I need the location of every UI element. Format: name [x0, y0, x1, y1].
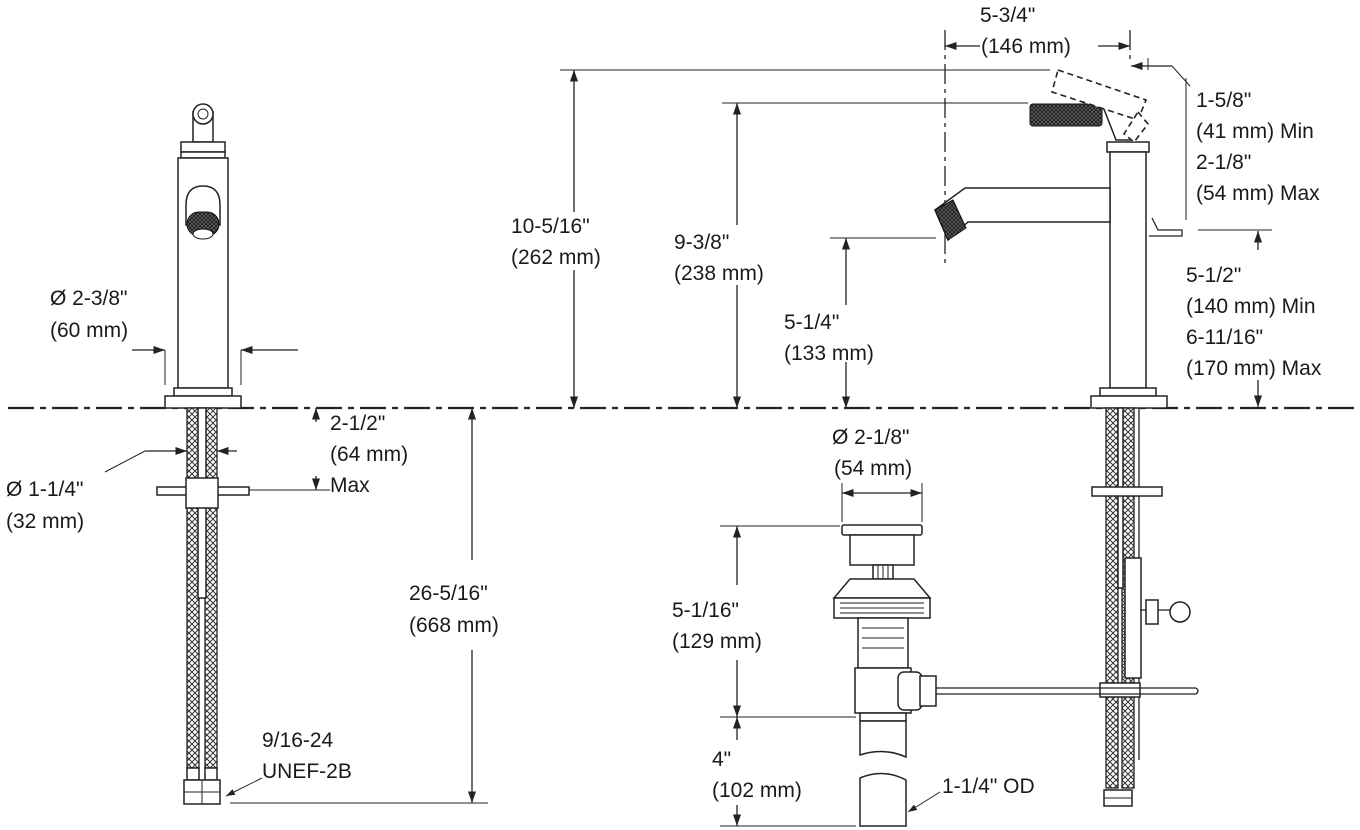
lift-rod-label-2: (140 mm) Min: [1186, 295, 1316, 318]
supply-length-label-2: (668 mm): [409, 614, 499, 637]
handle-clearance-label-2: (41 mm) Min: [1196, 120, 1314, 143]
dim-handle-clearance: 1-5/8" (41 mm) Min 2-1/8" (54 mm) Max: [1131, 58, 1320, 220]
lift-rod-label-4: (170 mm) Max: [1186, 357, 1322, 380]
shank-dia-label-1: Ø 1-1/4": [6, 478, 84, 501]
thread-label-1: 9/16-24: [262, 729, 334, 752]
dim-spout-diameter: Ø 2-3/8" (60 mm): [50, 287, 298, 385]
lift-rod-label-1: 5-1/2": [1186, 264, 1241, 287]
spout-dia-label-1: Ø 2-3/8": [50, 287, 128, 310]
overall-height-label-2: (262 mm): [511, 246, 601, 269]
overall-height-label-1: 10-5/16": [511, 215, 590, 238]
dim-drain-diameter: Ø 2-1/8" (54 mm): [832, 426, 923, 522]
dim-spout-height: 5-1/4" (133 mm): [784, 237, 936, 408]
dim-drain-height: 5-1/16" (129 mm): [672, 525, 856, 718]
deck-thickness-label-2: (64 mm): [330, 443, 408, 466]
faucet-side-view: [934, 30, 1199, 807]
deck-thickness-label-3: Max: [330, 474, 370, 497]
faucet-front-view: [156, 103, 250, 805]
handle-clearance-label-3: 2-1/8": [1196, 151, 1251, 174]
tailpiece-od-label: 1-1/4" OD: [942, 775, 1035, 798]
drain-dia-label-2: (54 mm): [834, 457, 912, 480]
dim-tailpiece-od: 1-1/4" OD: [907, 775, 1035, 813]
drain-height-label-1: 5-1/16": [672, 599, 739, 622]
dim-thread: 9/16-24 UNEF-2B: [225, 729, 352, 797]
thread-label-2: UNEF-2B: [262, 760, 352, 783]
spout-height-label-2: (133 mm): [784, 342, 874, 365]
shank-dia-label-2: (32 mm): [6, 510, 84, 533]
drain-dia-label-1: Ø 2-1/8": [832, 426, 910, 449]
handle-clearance-label-4: (54 mm) Max: [1196, 182, 1320, 205]
dim-tailpiece-length: 4" (102 mm): [712, 717, 856, 827]
spout-dia-label-2: (60 mm): [50, 319, 128, 342]
dim-supply-length: 26-5/16" (668 mm): [230, 408, 499, 804]
drain-height-label-2: (129 mm): [672, 630, 762, 653]
dim-handle-height: 9-3/8" (238 mm): [674, 102, 1028, 408]
deck-thickness-label-1: 2-1/2": [330, 412, 385, 435]
spout-reach-label-1: 5-3/4": [980, 4, 1035, 27]
handle-clearance-label-1: 1-5/8": [1196, 89, 1251, 112]
tailpiece-length-label-2: (102 mm): [712, 779, 802, 802]
dim-deck-thickness: 2-1/2" (64 mm) Max: [249, 408, 408, 497]
dim-lift-rod-height: 5-1/2" (140 mm) Min 6-11/16" (170 mm) Ma…: [1186, 229, 1322, 407]
dim-shank-diameter: Ø 1-1/4" (32 mm): [6, 440, 237, 533]
supply-length-label-1: 26-5/16": [409, 582, 488, 605]
drain-assembly: [832, 524, 937, 827]
dim-spout-reach: 5-3/4" (146 mm): [945, 4, 1130, 58]
lift-rod-label-3: 6-11/16": [1186, 326, 1263, 349]
handle-height-label-1: 9-3/8": [674, 231, 729, 254]
dim-overall-height: 10-5/16" (262 mm): [511, 69, 1050, 408]
spout-reach-label-2: (146 mm): [981, 35, 1071, 58]
spout-height-label-1: 5-1/4": [784, 311, 839, 334]
handle-height-label-2: (238 mm): [674, 262, 764, 285]
tailpiece-length-label-1: 4": [712, 748, 731, 771]
